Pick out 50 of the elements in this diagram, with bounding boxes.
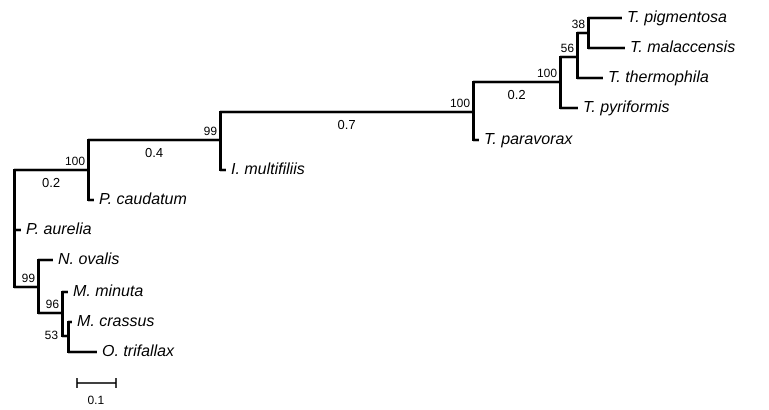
bootstrap-value: 53 [44,329,58,342]
tree-branch [560,56,577,58]
tree-branch [560,106,578,110]
clade-branch [219,111,222,171]
bootstrap-value: 100 [450,97,470,110]
tree-branch [14,286,38,288]
bootstrap-value: 38 [572,18,585,31]
taxon-label: P. caudatum [99,191,187,209]
branch-length: 0.2 [506,88,527,102]
taxon-label: T. thermophila [608,69,709,87]
branch-length: 0.4 [144,146,164,160]
taxon-label: N. ovalis [58,251,120,269]
taxon-label: M. crassus [77,313,154,331]
bootstrap-value: 56 [560,42,574,55]
branch-length: 0.2 [41,176,62,190]
scale-value: 0.1 [88,394,104,407]
bootstrap-value: 99 [22,272,35,285]
clade-branch [472,81,474,141]
taxon-label: P. aurelia [26,221,92,239]
bootstrap-value: 96 [46,298,59,311]
branch-length: 0.7 [336,118,357,132]
clade-branch [576,32,578,79]
tree-branch [577,32,588,34]
taxon-label: I. multifiliis [231,161,305,179]
tree-branch [38,312,62,314]
clade-branch [559,56,562,109]
taxon-label: O. trifallax [102,343,174,361]
clade-branch [13,169,16,288]
clade-branch [37,259,40,314]
bootstrap-value: 100 [64,155,85,168]
taxon-label: T. pyriformis [583,99,670,117]
clade-branch [61,291,64,337]
bootstrap-value: 99 [204,125,217,138]
taxon-label: T. pigmentosa [627,9,727,27]
tree-branch [220,110,473,114]
taxon-label: T. paravorax [484,131,572,149]
tree-branch [38,258,53,262]
tree-branch [473,80,560,84]
clade-branch [67,321,70,353]
tree-branch [14,168,88,172]
tree-branch [577,76,603,80]
tree-branch [68,350,97,354]
tree-branch [588,16,622,20]
clade-branch [587,17,590,49]
taxon-label: M. minuta [73,283,144,301]
tree-branch [588,46,625,50]
bootstrap-value: 100 [536,67,557,80]
taxon-label: T. malaccensis [630,39,736,57]
tree-branch [88,138,220,142]
clade-branch [87,139,90,201]
